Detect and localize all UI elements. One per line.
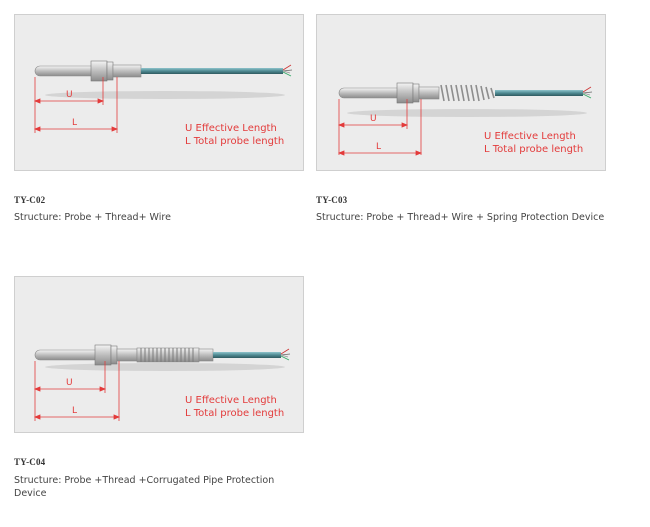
legend-effective-length: U Effective Length xyxy=(484,131,576,142)
legend-total-length: L Total probe length xyxy=(185,136,285,147)
dimension-lines xyxy=(33,361,121,421)
legend: U Effective Length L Total probe length xyxy=(484,130,583,156)
corrugation-ridges xyxy=(140,348,194,362)
wire-ends xyxy=(582,86,593,99)
spring-protection xyxy=(440,84,495,102)
thread-nut xyxy=(90,60,108,82)
probe-shadow xyxy=(347,109,587,117)
dimension-u-label: U xyxy=(370,114,377,124)
thread-nut xyxy=(412,83,420,103)
product-image-panel: U L U Effective Length L Total probe len… xyxy=(14,14,304,171)
probe-shadow xyxy=(45,91,285,99)
product-structure: Structure: Probe + Thread+ Wire xyxy=(14,212,171,223)
product-structure: Structure: Probe +Thread +Corrugated Pip… xyxy=(14,475,275,499)
product-card-tyc02: U L U Effective Length L Total probe len… xyxy=(14,14,304,229)
cable xyxy=(213,352,281,358)
dimension-lines xyxy=(33,77,119,133)
dimension-l-label: L xyxy=(72,118,77,128)
legend: U Effective Length L Total probe length xyxy=(185,122,284,148)
product-code: TY-C02 xyxy=(14,195,46,205)
dimension-u-label: U xyxy=(66,378,73,388)
legend-total-length: L Total probe length xyxy=(185,408,285,419)
probe-diagram: U L xyxy=(33,344,291,421)
cable xyxy=(495,90,583,96)
probe-sleeve xyxy=(418,86,440,100)
product-image-panel: U L U Effective Length L Total probe len… xyxy=(14,276,304,433)
legend-effective-length: U Effective Length xyxy=(185,395,277,406)
thread-nut xyxy=(110,345,118,365)
probe-sleeve xyxy=(116,348,138,362)
dimension-lines xyxy=(337,99,423,156)
probe-sleeve xyxy=(112,64,142,78)
probe-diagram: U L xyxy=(337,82,593,156)
thread-nut xyxy=(396,82,414,104)
probe-shadow xyxy=(45,363,285,371)
product-code: TY-C04 xyxy=(14,457,46,467)
product-image-panel: U L U Effective Length L Total probe len… xyxy=(316,14,606,171)
product-card-tyc03: U L U Effective Length L Total probe len… xyxy=(316,14,636,229)
legend-effective-length: U Effective Length xyxy=(185,123,277,134)
cable xyxy=(141,68,283,74)
probe-diagram: U L xyxy=(33,60,293,133)
product-structure: Structure: Probe + Thread+ Wire + Spring… xyxy=(316,212,605,223)
product-card-tyc04: U L U Effective Length L Total probe len… xyxy=(14,276,314,506)
legend-total-length: L Total probe length xyxy=(484,144,584,155)
dimension-u-label: U xyxy=(66,90,73,100)
pipe-end-fitting xyxy=(198,348,214,362)
wire-ends xyxy=(280,348,291,361)
legend: U Effective Length L Total probe length xyxy=(185,394,284,420)
thread-nut xyxy=(94,344,112,366)
wire-ends xyxy=(282,64,293,77)
product-code: TY-C03 xyxy=(316,195,348,205)
dimension-l-label: L xyxy=(72,406,77,416)
thread-nut xyxy=(106,61,114,81)
corrugated-pipe xyxy=(136,347,200,363)
dimension-l-label: L xyxy=(376,142,381,152)
